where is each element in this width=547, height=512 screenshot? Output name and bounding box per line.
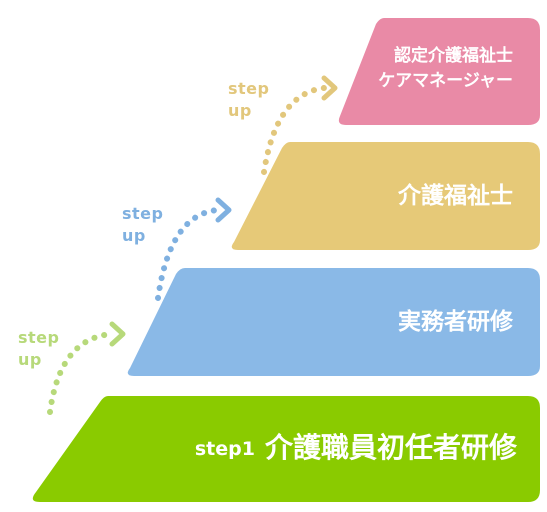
stepup-arrow-2 bbox=[155, 197, 232, 301]
tier-4-label-line2: ケアマネージャー bbox=[378, 71, 513, 91]
stepup-text-1-line2: up bbox=[18, 350, 42, 369]
stepup-text-1: step up bbox=[18, 327, 59, 371]
tier-1-title: 介護職員初任者研修 bbox=[264, 431, 517, 464]
tier-4-label: 認定介護福祉士 ケアマネージャー bbox=[378, 44, 513, 94]
tier-3-label: 介護福祉士 bbox=[398, 183, 513, 209]
stepup-arrow-1 bbox=[47, 321, 126, 415]
tier-1-label: step1 介護職員初任者研修 bbox=[195, 430, 517, 467]
tier-4-label-line1: 認定介護福祉士 bbox=[394, 46, 513, 66]
tier-1-step-prefix: step1 bbox=[194, 438, 255, 460]
stepup-text-1-line1: step bbox=[18, 328, 60, 347]
stepup-text-2-line1: step bbox=[122, 204, 164, 223]
tier-1-shape bbox=[32, 396, 541, 502]
tier-3-shape bbox=[231, 142, 540, 250]
stepup-text-3-line2: up bbox=[228, 101, 252, 120]
stepup-text-2-line2: up bbox=[122, 226, 146, 245]
tier-2-shape bbox=[127, 268, 540, 376]
stepup-text-3: step up bbox=[228, 78, 269, 122]
stepup-arrow-3 bbox=[261, 75, 338, 175]
tier-2-label: 実務者研修 bbox=[398, 309, 513, 335]
tier-4-shape bbox=[338, 18, 540, 125]
stepup-text-2: step up bbox=[122, 203, 163, 247]
stepup-text-3-line1: step bbox=[228, 79, 270, 98]
